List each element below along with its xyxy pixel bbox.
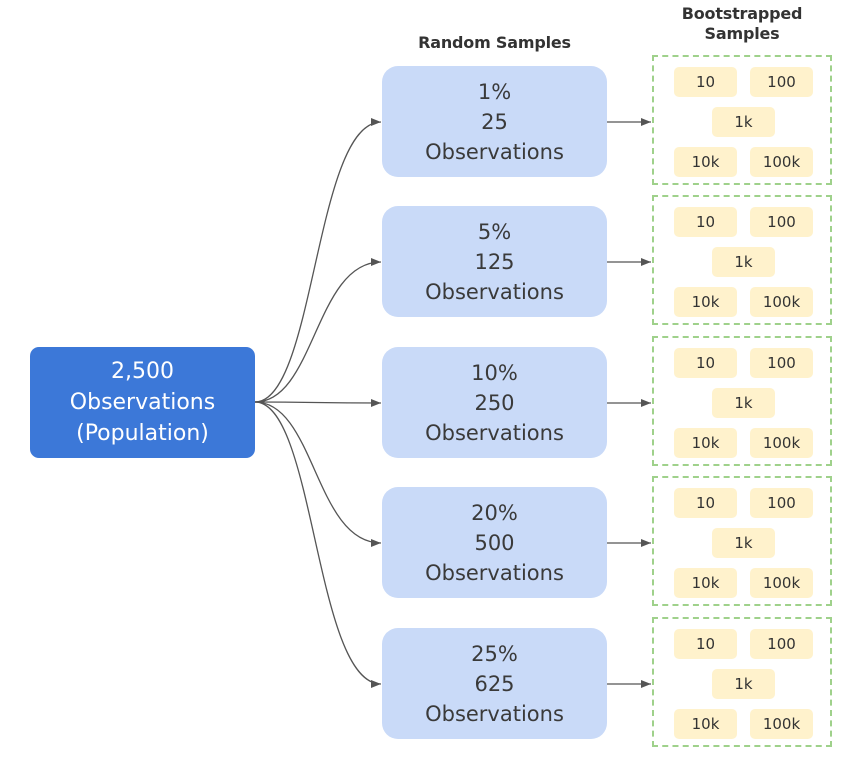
sample-unit: Observations — [425, 701, 564, 726]
population-to-sample-arrow — [254, 258, 382, 403]
sample-count: 250 — [474, 390, 515, 415]
bootstrap-group: 10 100 1k 10k 100k — [652, 617, 832, 747]
sample-count: 500 — [474, 530, 515, 555]
bootstrap-size-chip: 100 — [750, 488, 813, 518]
bootstrap-size-chip: 1k — [712, 107, 775, 137]
population-node: 2,500 Observations (Population) — [30, 347, 255, 458]
population-to-sample-arrow — [254, 401, 382, 547]
bootstrap-size-chip: 100 — [750, 207, 813, 237]
sample-percent: 5% — [477, 219, 512, 244]
sample-unit: Observations — [425, 560, 564, 585]
sample-unit: Observations — [425, 420, 564, 445]
bootstrap-size-chip: 100k — [750, 287, 813, 317]
bootstrap-group: 10 100 1k 10k 100k — [652, 195, 832, 325]
bootstrap-size-chip: 1k — [712, 669, 775, 699]
bootstrap-group: 10 100 1k 10k 100k — [652, 55, 832, 185]
bootstrap-size-chip: 10k — [674, 709, 737, 739]
bootstrapped-heading-line1: Bootstrapped — [681, 4, 803, 23]
bootstrap-size-chip: 1k — [712, 528, 775, 558]
population-count: 2,500 — [111, 359, 174, 384]
bootstrap-size-chip: 10 — [674, 67, 737, 97]
population-to-sample-arrow — [254, 401, 382, 688]
bootstrap-size-chip: 1k — [712, 388, 775, 418]
bootstrap-size-chip: 10 — [674, 629, 737, 659]
sample-count: 625 — [474, 671, 515, 696]
bootstrap-group: 10 100 1k 10k 100k — [652, 476, 832, 606]
population-to-sample-arrow — [254, 118, 382, 403]
bootstrap-size-chip: 10 — [674, 488, 737, 518]
bootstrapped-samples-heading: Bootstrapped Samples — [652, 4, 832, 44]
bootstrap-size-chip: 10k — [674, 428, 737, 458]
bootstrap-size-chip: 10k — [674, 147, 737, 177]
population-label: (Population) — [76, 421, 209, 446]
sample-percent: 25% — [471, 641, 518, 666]
bootstrap-size-chip: 100 — [750, 629, 813, 659]
sample-unit: Observations — [425, 139, 564, 164]
sample-percent: 1% — [477, 79, 512, 104]
bootstrap-size-chip: 10 — [674, 207, 737, 237]
sample-percent: 10% — [471, 360, 518, 385]
bootstrap-size-chip: 1k — [712, 247, 775, 277]
sample-unit: Observations — [425, 279, 564, 304]
sample-count: 25 — [481, 109, 508, 134]
bootstrapped-heading-line2: Samples — [704, 24, 780, 43]
population-to-sample-arrow — [254, 398, 382, 407]
population-unit: Observations — [69, 390, 216, 415]
sample-percent: 20% — [471, 500, 518, 525]
bootstrap-size-chip: 100 — [750, 67, 813, 97]
bootstrap-size-chip: 10k — [674, 287, 737, 317]
bootstrap-size-chip: 100 — [750, 348, 813, 378]
bootstrap-size-chip: 100k — [750, 568, 813, 598]
bootstrap-size-chip: 100k — [750, 147, 813, 177]
bootstrap-size-chip: 10k — [674, 568, 737, 598]
bootstrap-size-chip: 10 — [674, 348, 737, 378]
bootstrap-group: 10 100 1k 10k 100k — [652, 336, 832, 466]
bootstrap-size-chip: 100k — [750, 428, 813, 458]
sample-count: 125 — [474, 249, 515, 274]
random-samples-heading: Random Samples — [418, 33, 571, 52]
bootstrap-size-chip: 100k — [750, 709, 813, 739]
